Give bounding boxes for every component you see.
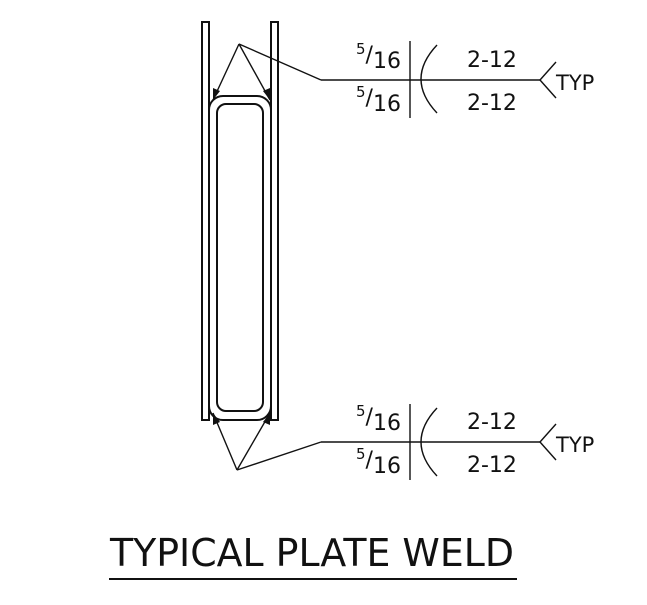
left-plate: [201, 21, 210, 421]
top-arrow-size-den: 16: [373, 49, 401, 74]
tube-outer-wall: [208, 95, 272, 421]
bottom-arrow-size-num: 5: [356, 402, 366, 420]
top-arrow-length-pitch: 2-12: [467, 48, 517, 73]
svg-text:5/16: 5/16: [356, 83, 401, 117]
drawing-title: TYPICAL PLATE WELD: [109, 531, 514, 575]
bottom-weld-symbol: 5/16 5/16 2-12 2-12 TYP: [212, 402, 594, 480]
top-other-length-pitch: 2-12: [467, 91, 517, 116]
bottom-other-size-den: 16: [373, 454, 401, 479]
svg-text:5/16: 5/16: [356, 40, 401, 74]
top-arrowhead-left: [213, 88, 220, 100]
svg-text:5/16: 5/16: [356, 402, 401, 436]
bottom-other-length-pitch: 2-12: [467, 453, 517, 478]
top-other-size-den: 16: [373, 92, 401, 117]
svg-text:5/16: 5/16: [356, 445, 401, 479]
bottom-arrow-length-pitch: 2-12: [467, 410, 517, 435]
bottom-weld-all-around-arc: [420, 407, 438, 477]
right-plate: [270, 21, 279, 421]
bottom-arrowhead-left: [213, 413, 220, 425]
top-weld-all-around-arc: [420, 44, 438, 114]
bottom-other-size-num: 5: [356, 445, 366, 463]
top-arrowhead-right: [263, 88, 270, 100]
top-weld-symbol: 5/16 5/16 2-12 2-12 TYP: [212, 40, 594, 118]
top-tail-note: TYP: [555, 71, 594, 95]
top-arrow-size-num: 5: [356, 40, 366, 58]
bottom-arrowhead-right: [263, 413, 270, 425]
bottom-tail-note: TYP: [555, 433, 594, 457]
bottom-arrow-size-den: 16: [373, 411, 401, 436]
plate-section: [201, 21, 279, 421]
top-other-size-num: 5: [356, 83, 366, 101]
tube-inner-wall: [216, 103, 264, 412]
